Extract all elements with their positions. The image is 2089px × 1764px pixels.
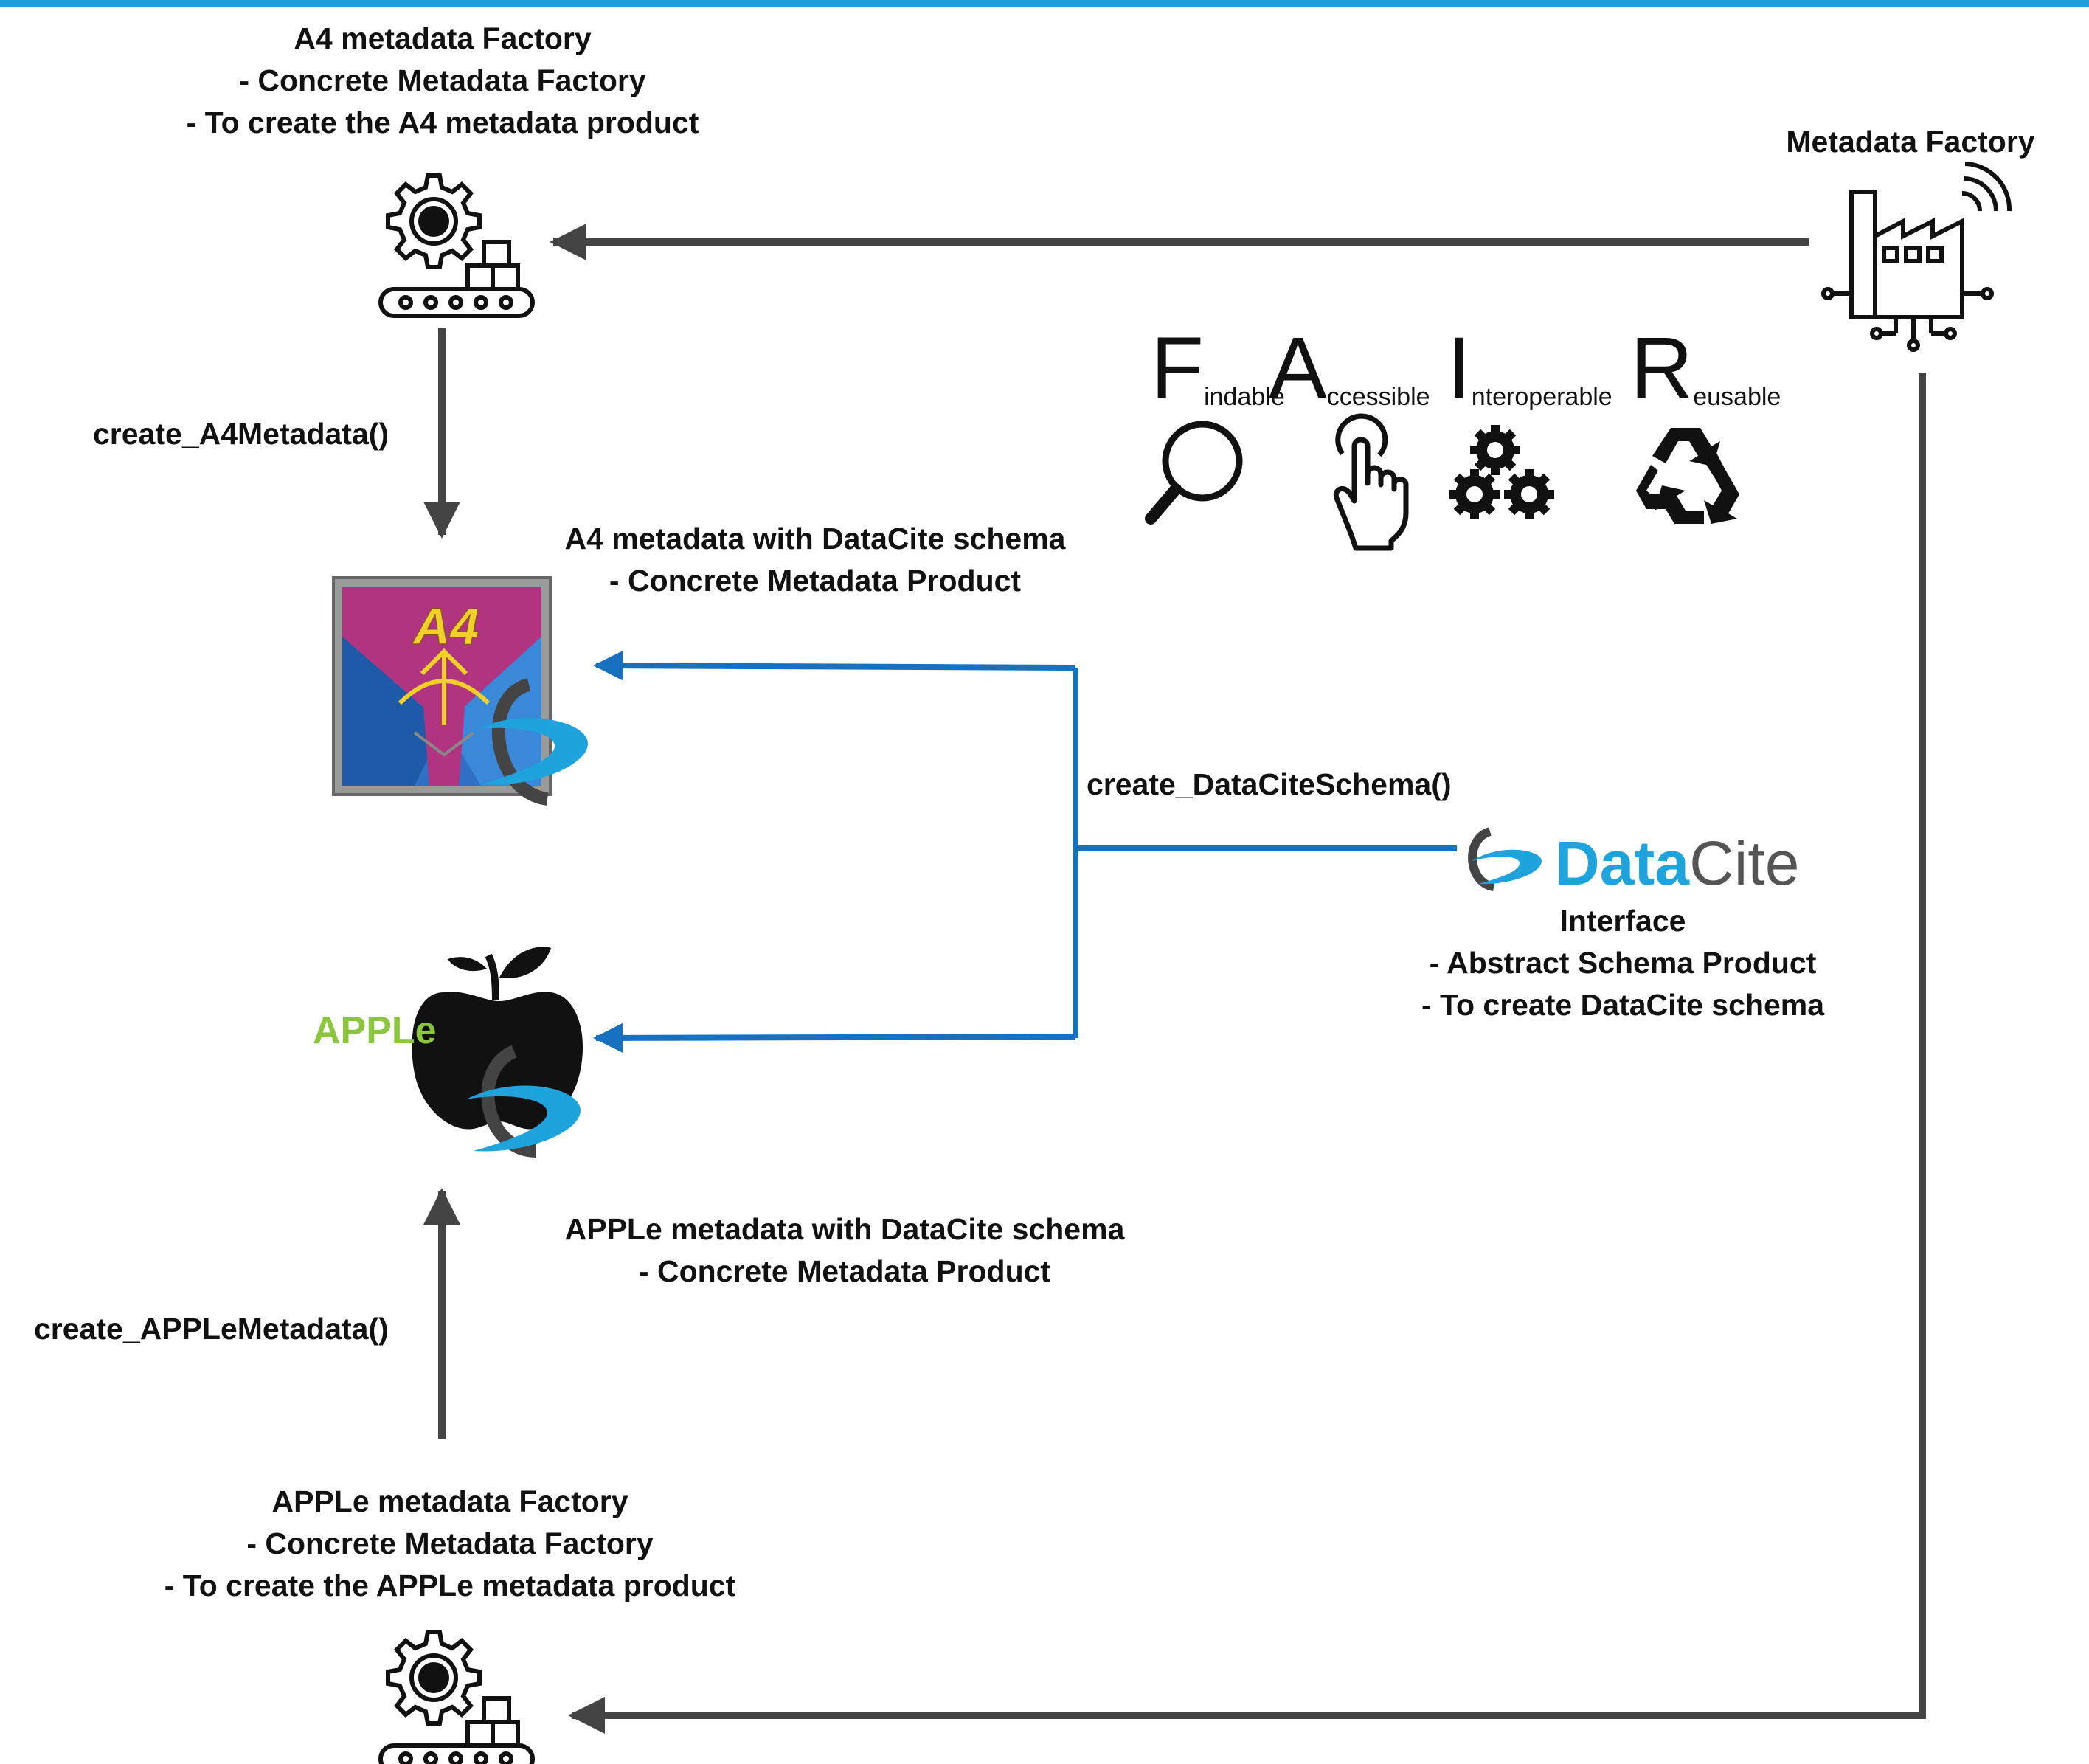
fair-letter: F	[1151, 319, 1205, 417]
apple-logo-text: APPLe	[313, 1009, 437, 1052]
edge-label-create-a4: create_A4Metadata()	[93, 417, 389, 451]
edge-label-create-datacite: create_DataCiteSchema()	[1087, 767, 1452, 801]
a4-logo-text: A4	[412, 598, 479, 655]
top-accent-bar	[0, 0, 2089, 7]
label-line: APPLe metadata with DataCite schema	[564, 1212, 1125, 1246]
datacite-cite-text: Cite	[1689, 829, 1800, 898]
label-line: Interface	[1559, 904, 1686, 938]
label-line: A4 metadata with DataCite schema	[564, 522, 1066, 556]
datacite-logo-text: DataCite	[1555, 828, 1799, 899]
label-line: - To create DataCite schema	[1421, 988, 1825, 1022]
edge-label-create-apple: create_APPLeMetadata()	[34, 1312, 389, 1346]
fair-rest: eusable	[1693, 383, 1781, 411]
a4-logo-icon	[332, 576, 588, 806]
apple-product-label: APPLe metadata with DataCite schema - Co…	[535, 1208, 1154, 1293]
label-line: - To create the A4 metadata product	[186, 106, 699, 139]
apple-logo-icon	[412, 947, 583, 1158]
gears-icon	[1449, 425, 1554, 519]
factory-conveyor-gear-icon	[378, 173, 535, 318]
label-line: Metadata Factory	[1786, 125, 2035, 159]
edge-metadata-to-apple-factory	[568, 373, 1926, 1734]
metadata-factory-label: Metadata Factory	[1733, 121, 2088, 163]
fair-letter: I	[1447, 319, 1472, 417]
magnifier-icon	[1145, 421, 1243, 525]
label-line: - To create the APPLe metadata product	[164, 1568, 736, 1602]
edge-junction-to-a4-product	[593, 651, 1076, 681]
a4-product-label: A4 metadata with DataCite schema - Concr…	[520, 518, 1110, 602]
label-line: - Concrete Metadata Product	[609, 564, 1022, 598]
label-line: - Concrete Metadata Product	[638, 1254, 1051, 1288]
label-line: APPLe metadata Factory	[271, 1484, 628, 1518]
smart-factory-icon	[1821, 162, 2012, 352]
label-line: - Concrete Metadata Factory	[246, 1526, 654, 1560]
datacite-data-text: Data	[1555, 829, 1690, 898]
datacite-interface-label: Interface - Abstract Schema Product - To…	[1328, 900, 1918, 1026]
fair-rest: nteroperable	[1471, 383, 1612, 411]
datacite-logo-icon	[1468, 827, 1542, 891]
a4-factory-label: A4 metadata Factory - Concrete Metadata …	[133, 18, 752, 144]
fair-rest: ccessible	[1326, 383, 1430, 411]
label-line: - Concrete Metadata Factory	[239, 63, 646, 97]
label-line: A4 metadata Factory	[294, 21, 592, 55]
recycle-icon	[1636, 428, 1739, 524]
pointing-hand-icon	[1333, 413, 1409, 551]
factory-conveyor-gear-icon	[378, 1630, 535, 1764]
apple-factory-label: APPLe metadata Factory - Concrete Metada…	[133, 1481, 767, 1607]
fair-letter: A	[1269, 319, 1327, 417]
edge-junction-to-apple-product	[593, 1023, 1076, 1053]
fair-letter: R	[1630, 319, 1694, 417]
fair-rest: indable	[1204, 383, 1285, 411]
label-line: - Abstract Schema Product	[1429, 946, 1817, 980]
